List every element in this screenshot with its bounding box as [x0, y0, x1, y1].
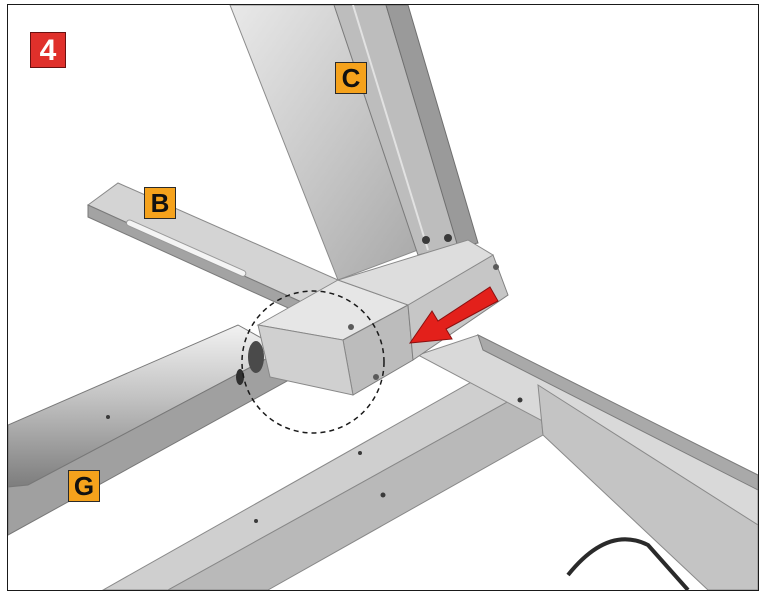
step-number-badge: 4: [30, 32, 66, 68]
detail-circle: [241, 290, 385, 434]
direction-arrow: [408, 286, 499, 344]
instruction-frame: 4 C B G: [7, 4, 759, 591]
column-c: [229, 5, 479, 281]
part-label-b: B: [144, 187, 176, 219]
part-label-c: C: [335, 62, 367, 94]
base-frame: [101, 334, 758, 590]
assembly-illustration: [8, 5, 758, 590]
part-label-g: G: [68, 470, 100, 502]
foot-tube-g: [8, 324, 299, 536]
crossbar-b: [87, 182, 339, 318]
